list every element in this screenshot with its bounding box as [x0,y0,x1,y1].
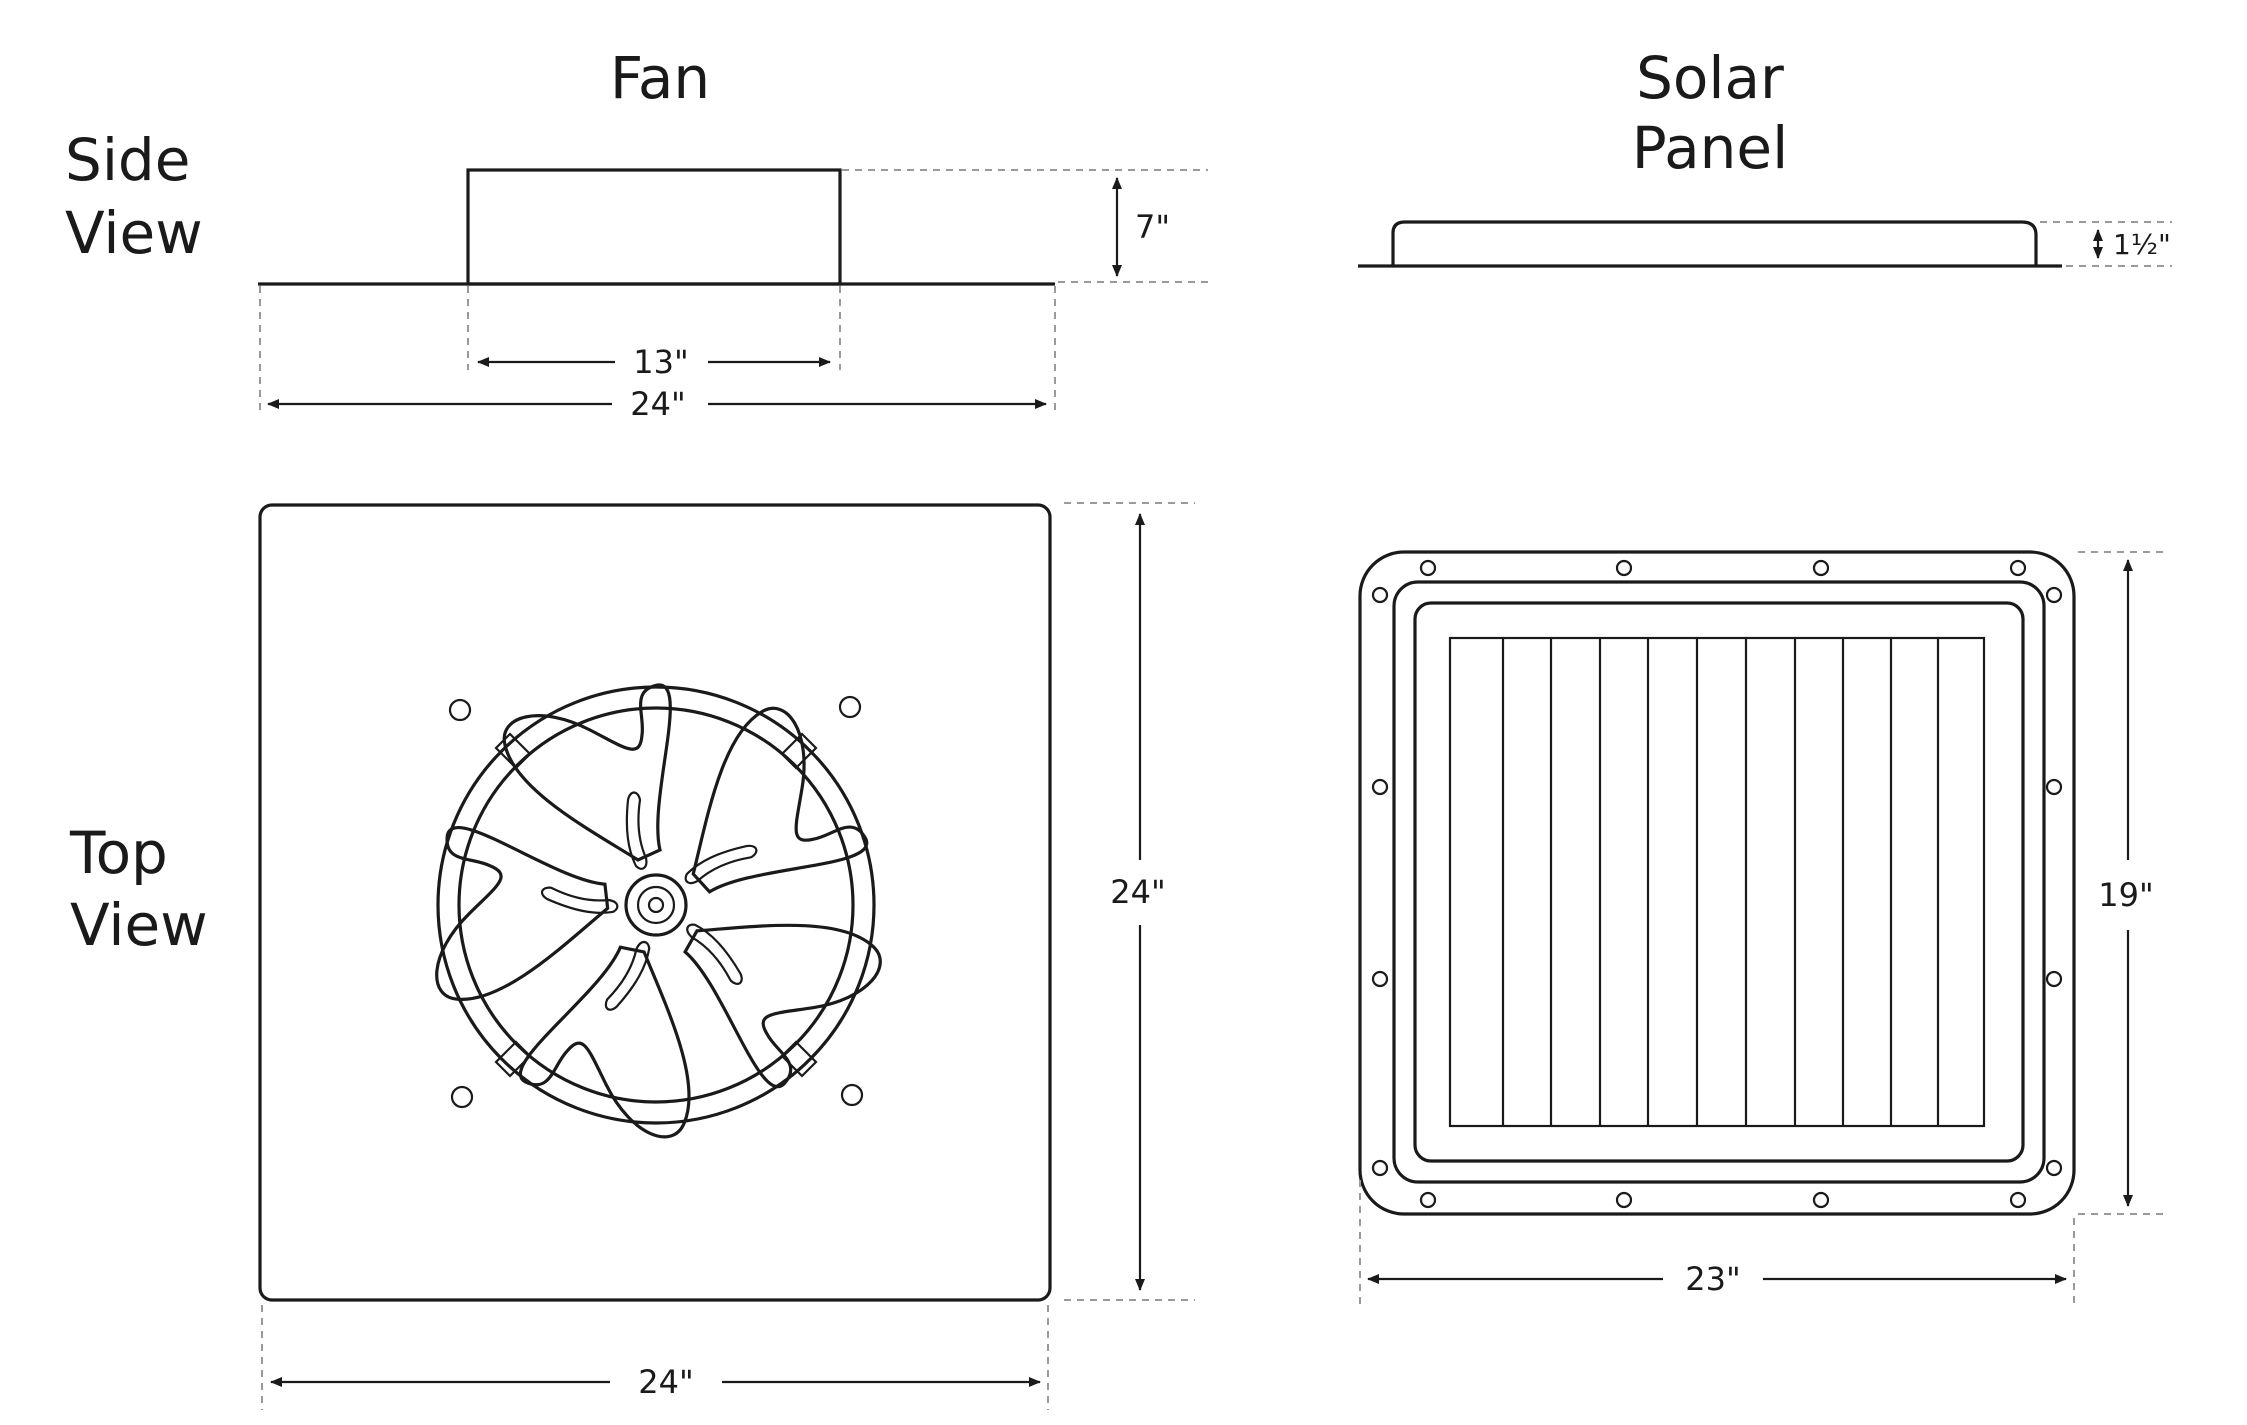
fan-mount-hole [838,695,862,719]
fan-side-view: 7" 13" 24" [258,168,1208,423]
panel-screw [2009,559,2027,577]
panel-screw [2045,970,2063,988]
panel-side-view: 1½" [1358,220,2172,268]
panel-screw [1371,970,1389,988]
panel-screw [2045,586,2063,604]
fan-side-shroud-width-label: 13" [633,343,688,381]
panel-screw [1419,559,1437,577]
fan-mount-hole [448,698,472,722]
fan-side-base-width-label: 24" [630,385,685,423]
side-view-label-line1: Side [65,126,190,194]
fan-blades [398,683,910,1174]
panel-top-height-label: 19" [2098,876,2153,914]
fan-mount-hole [450,1085,474,1109]
panel-screw [1615,559,1633,577]
solar-panel-heading-line1: Solar [1636,44,1784,112]
panel-side-height-label: 1½" [2113,228,2171,261]
panel-top-view: 19" 23" [1358,550,2168,1308]
top-view-label-line2: View [70,891,208,959]
side-view-label-line2: View [65,199,203,267]
solar-cells [1448,636,1986,1128]
fan-side-height-label: 7" [1135,208,1170,246]
solar-panel-heading-line2: Panel [1632,114,1788,182]
panel-screw [1371,1159,1389,1177]
fan-heading: Fan [610,44,710,112]
fan-mount-hole [840,1083,864,1107]
panel-top-width-label: 23" [1685,1260,1740,1298]
panel-screw [1812,1191,1830,1209]
panel-screw [1812,559,1830,577]
panel-screw [2009,1191,2027,1209]
panel-screw [1615,1191,1633,1209]
panel-screw [2045,778,2063,796]
panel-screw [2045,1159,2063,1177]
panel-screw [1371,586,1389,604]
panel-screw [1371,778,1389,796]
fan-top-width-label: 24" [638,1363,693,1401]
fan-top-height-label: 24" [1110,873,1165,911]
fan-hub [624,873,688,937]
fan-top-view: 24" 24" [258,502,1195,1410]
panel-screw [1419,1191,1437,1209]
top-view-label-line1: Top [69,819,168,887]
